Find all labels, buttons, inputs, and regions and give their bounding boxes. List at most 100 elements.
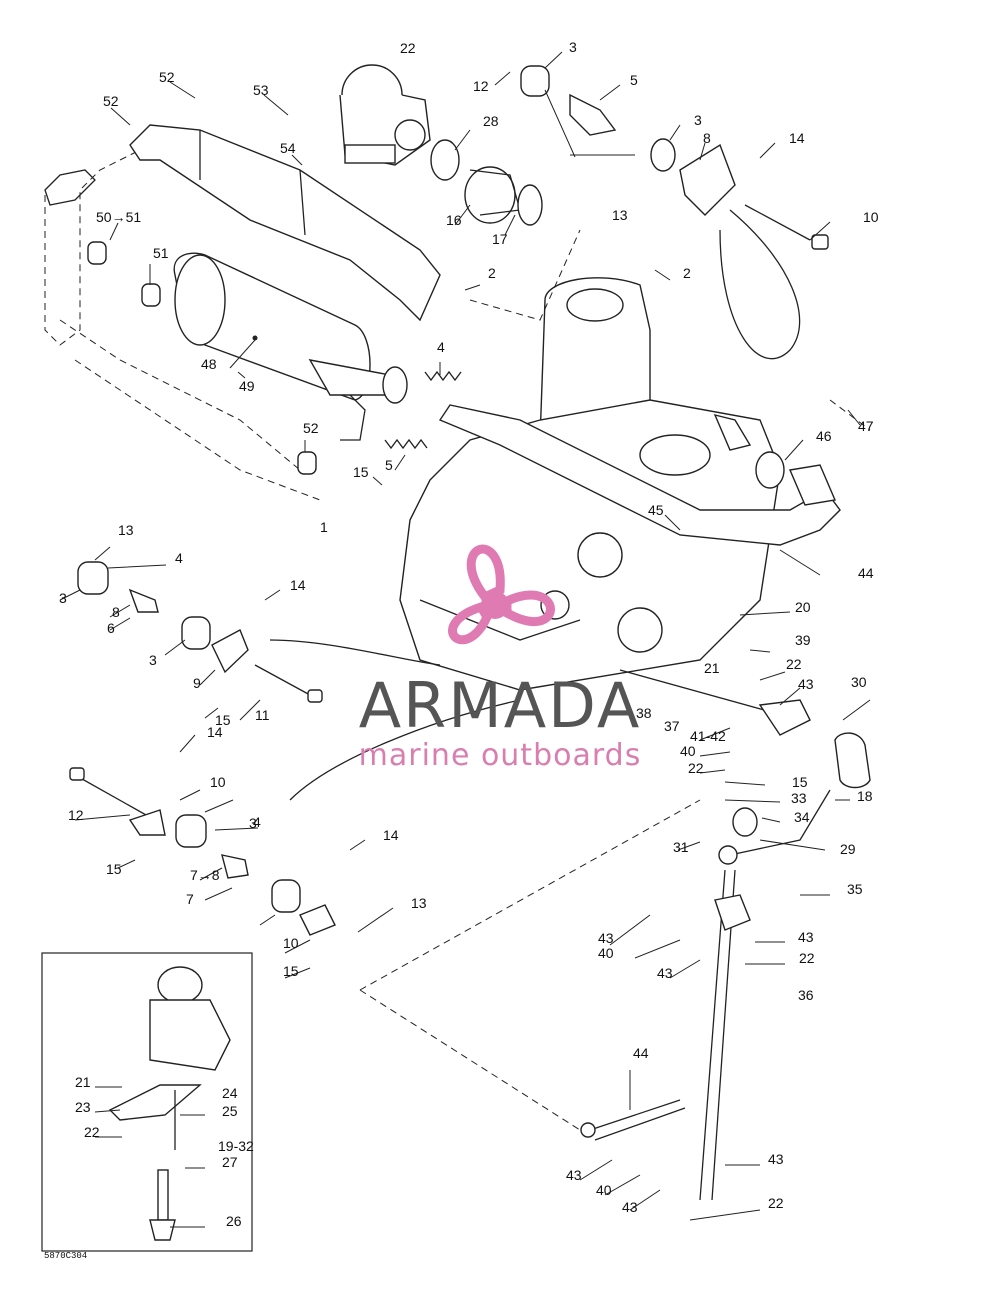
callout-29: 29 [840,841,856,857]
callout-27: 27 [222,1154,238,1170]
engine-mount-left-rear [69,767,336,936]
callout-5: 5 [385,457,393,473]
callout-53: 53 [253,82,269,98]
callout-40: 40 [598,945,614,961]
inset-panel [41,952,253,1252]
callout-38: 38 [636,705,652,721]
callout-52: 52 [103,93,119,109]
exhaust-pipe [438,404,841,546]
callout-22: 22 [786,656,802,672]
callout-40: 40 [596,1182,612,1198]
callout-44: 44 [633,1045,649,1061]
callout-49: 49 [239,378,255,394]
callout-2: 2 [683,265,691,281]
engine-mount-upper [520,65,829,250]
callout-26: 26 [226,1213,242,1229]
callout-41-42: 41-42 [690,728,726,744]
callout-48: 48 [201,356,217,372]
callout-33: 33 [791,790,807,806]
callout-15: 15 [353,464,369,480]
diagram-code: 5870C304 [44,1251,87,1261]
callout-22: 22 [768,1195,784,1211]
callout-13: 13 [118,522,134,538]
callout-11: 11 [255,707,270,723]
callout-23: 23 [75,1099,91,1115]
callout-30: 30 [851,674,867,690]
callout-15: 15 [215,712,231,728]
heat-shield [129,124,441,322]
callout-14: 14 [383,827,399,843]
callout-54: 54 [280,140,296,156]
callout-43: 43 [598,930,614,946]
callout-40: 40 [680,743,696,759]
callout-24: 24 [222,1085,238,1101]
callout-22: 22 [400,40,416,56]
callout-20: 20 [795,599,811,615]
callout-43: 43 [566,1167,582,1183]
callout-28: 28 [483,113,499,129]
callout-44: 44 [858,565,874,581]
callout-2: 2 [488,265,496,281]
watermark-title: ARMADA [359,669,641,742]
callout-43: 43 [798,929,814,945]
callout-52: 52 [303,420,319,436]
callout-3: 3 [569,39,577,55]
callout-13: 13 [411,895,427,911]
carburetor [339,64,431,166]
callout-47: 47 [858,418,874,434]
callout-14: 14 [789,130,805,146]
callout-45: 45 [648,502,664,518]
callout-10: 10 [863,209,879,225]
muffler [173,252,408,441]
callout-50→51: 50→51 [96,209,141,225]
intake-clamps [430,139,543,226]
engine-mount-left-front [77,561,323,703]
frame-outline [44,149,321,501]
callout-10: 10 [283,935,299,951]
callout-4: 4 [437,339,445,355]
callout-14: 14 [290,577,306,593]
guide-lines [269,209,871,1131]
callout-7→8: 7→8 [190,867,220,883]
callout-22: 22 [84,1124,100,1140]
callout-22: 22 [799,950,815,966]
callout-5: 5 [630,72,638,88]
callout-35: 35 [847,881,863,897]
callout-39: 39 [795,632,811,648]
callout-14: 14 [207,724,223,740]
callout-21: 21 [704,660,720,676]
callout-16: 16 [446,212,462,228]
callout-19-32: 19-32 [218,1138,254,1154]
callout-43: 43 [622,1199,638,1215]
watermark-subtitle: marine outboards [359,738,642,773]
callout-7: 7 [186,891,194,907]
callout-18: 18 [857,788,873,804]
callout-3: 3 [694,112,702,128]
callout-21: 21 [75,1074,91,1090]
exhaust-spring [384,370,462,450]
callout-4: 4 [175,550,183,566]
callout-34: 34 [794,809,810,825]
armada-logo: ARMADA marine outboards [359,544,642,773]
callout-3: 3 [149,652,157,668]
callout-8: 8 [703,130,711,146]
shift-linkage [580,669,871,1201]
rubber-mount [87,241,317,475]
callout-3: 3 [59,590,67,606]
callout-9: 9 [193,675,201,691]
callout-46: 46 [816,428,832,444]
callout-8: 8 [112,604,120,620]
callout-10: 10 [210,774,226,790]
callout-15: 15 [283,963,299,979]
callout-3: 3 [249,815,257,831]
callout-12: 12 [68,807,84,823]
callout-22: 22 [688,760,704,776]
propeller-icon [448,544,555,645]
callout-1: 1 [320,519,328,535]
callout-4: 4 [253,814,261,830]
callout-13: 13 [612,207,628,223]
callout-43: 43 [768,1151,784,1167]
rivet-dot [252,335,258,341]
